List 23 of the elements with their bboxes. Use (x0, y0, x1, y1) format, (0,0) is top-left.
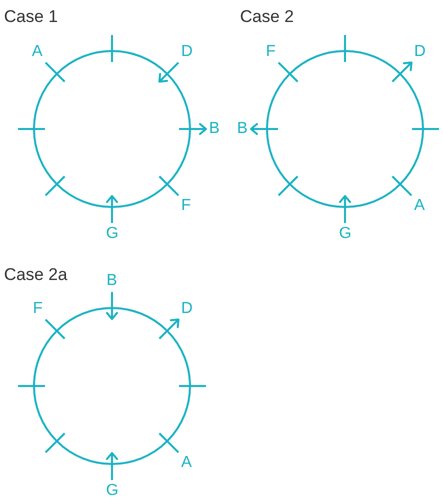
point-label: B (237, 121, 248, 137)
point-label: D (414, 44, 426, 60)
tick-label: F (32, 300, 43, 317)
arrow (179, 123, 207, 135)
point-label: D (181, 300, 193, 317)
arrow (250, 123, 278, 135)
point-label: G (339, 226, 352, 242)
case-title: Case 1 (4, 8, 58, 25)
point-label: B (209, 121, 220, 137)
point-label: B (106, 273, 118, 289)
case-title: Case 2 (240, 8, 294, 25)
arrow (392, 62, 412, 82)
point-label: D (181, 44, 193, 60)
point-label: G (106, 483, 118, 499)
arrow (339, 195, 351, 223)
tick-label: A (181, 455, 192, 472)
tick-label: F (266, 44, 276, 60)
point-label: G (106, 226, 118, 242)
arrow (158, 318, 180, 340)
case-title: Case 2a (4, 266, 68, 283)
tick-label: A (32, 44, 42, 60)
tick-label: F (181, 198, 191, 214)
tick-label: A (414, 198, 425, 214)
